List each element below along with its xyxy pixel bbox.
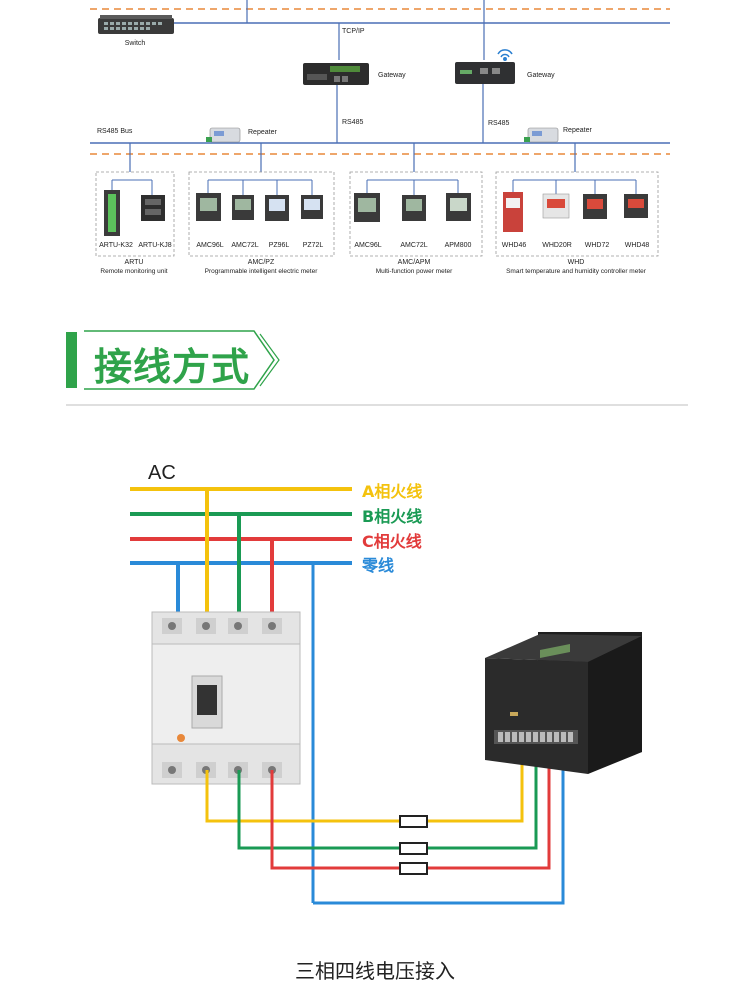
amc72l-meter-icon — [232, 195, 254, 220]
phase-a-label: A相火线 — [362, 482, 423, 501]
fuse-icon — [399, 842, 428, 855]
section-header-decoration — [66, 330, 688, 406]
group-box-amc-pz — [188, 171, 335, 257]
neutral-label: 零线 — [362, 556, 395, 575]
section-title: 接线方式 — [94, 345, 251, 389]
repeater-left-icon — [206, 127, 241, 143]
device-label: WHD20R — [542, 242, 572, 249]
rs485-mid-label: RS485 — [342, 119, 364, 126]
power-meter-device — [485, 632, 642, 774]
rs485-right-label: RS485 — [488, 120, 510, 127]
device-label: WHD46 — [501, 242, 527, 249]
whd72-meter-icon — [583, 194, 607, 219]
group-desc: Smart temperature and humidity controlle… — [506, 268, 646, 275]
switch-label: Switch — [124, 40, 146, 47]
gateway-left-icon — [303, 63, 369, 85]
amc96l-apm-meter-icon — [354, 193, 380, 222]
apm800-meter-icon — [446, 193, 471, 221]
group-desc: Multi-function power meter — [375, 268, 453, 275]
device-label: AMC72L — [400, 242, 428, 249]
network-diagram — [90, 0, 670, 257]
wifi-icon — [497, 49, 513, 61]
group-box-whd — [495, 171, 659, 257]
device-label: AMC72L — [231, 242, 259, 249]
repeater-left-label: Repeater — [248, 129, 277, 136]
repeater-right-icon — [524, 127, 559, 143]
device-label: PZ72L — [302, 242, 324, 249]
whd48-meter-icon — [624, 194, 648, 218]
group-desc: Remote monitoring unit — [100, 268, 168, 275]
group-name: AMC/APM — [397, 259, 431, 266]
amc72l-apm-meter-icon — [402, 195, 426, 221]
device-label: AMC96L — [354, 242, 382, 249]
phase-b-label: B相火线 — [362, 507, 423, 526]
phase-c-label: C相火线 — [362, 532, 422, 551]
pz96l-meter-icon — [265, 195, 289, 221]
device-label: WHD72 — [584, 242, 610, 249]
gateway-right-icon — [455, 62, 515, 84]
device-label: ARTU-K32 — [99, 242, 133, 249]
pz72l-meter-icon — [301, 195, 323, 219]
gateway-left-label: Gateway — [378, 72, 406, 79]
whd20r-meter-icon — [542, 193, 570, 219]
device-label: PZ96L — [268, 242, 290, 249]
repeater-right-label: Repeater — [563, 127, 592, 134]
ac-label: AC — [148, 462, 176, 484]
amc96l-meter-icon — [196, 193, 221, 221]
device-label: AMC96L — [196, 242, 224, 249]
fuse-icon — [399, 815, 428, 828]
artu-kj8-device-icon — [141, 195, 165, 221]
circuit-breaker — [151, 611, 301, 785]
gateway-right-label: Gateway — [527, 72, 555, 79]
device-label: WHD48 — [624, 242, 650, 249]
group-desc: Programmable intelligent electric meter — [204, 268, 318, 275]
group-box-artu — [95, 171, 175, 257]
tcpip-label: TCP/IP — [342, 28, 365, 35]
whd46-meter-icon — [503, 192, 523, 232]
device-label: ARTU-KJ8 — [138, 242, 172, 249]
rs485-bus-label: RS485 Bus — [97, 128, 133, 135]
wiring-diagram — [130, 487, 642, 905]
fuse-icon — [399, 862, 428, 875]
switch-device-icon — [98, 15, 174, 34]
group-name: WHD — [567, 259, 585, 266]
device-label: APM800 — [444, 242, 472, 249]
diagram-caption: 三相四线电压接入 — [295, 959, 455, 983]
group-box-amc-apm — [349, 171, 483, 257]
artu-k32-device-icon — [104, 190, 120, 236]
group-name: ARTU — [124, 259, 144, 266]
group-name: AMC/PZ — [247, 259, 275, 266]
